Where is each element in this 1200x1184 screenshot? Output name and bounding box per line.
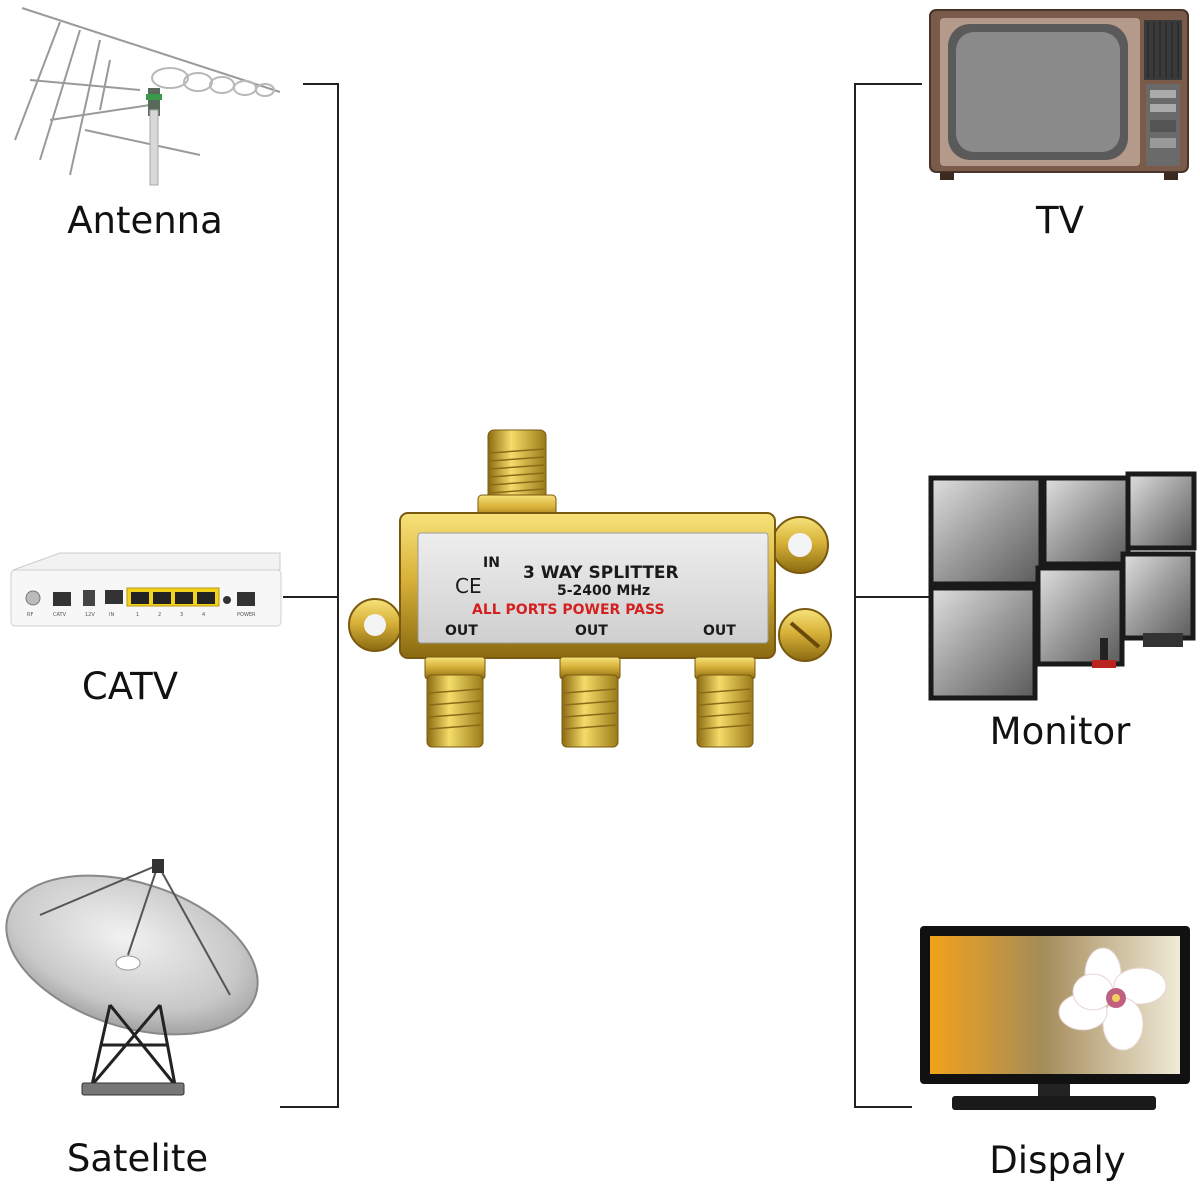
- svg-text:CATV: CATV: [53, 612, 67, 618]
- out-label-3: OUT: [703, 623, 736, 639]
- monitor-label: Monitor: [989, 710, 1131, 753]
- flat-display-icon: [920, 926, 1190, 1110]
- out-label-2: OUT: [575, 623, 608, 639]
- catv-label: CATV: [81, 665, 179, 708]
- antenna-icon: [14, 7, 281, 186]
- out-connector-3: [694, 656, 756, 748]
- out-connector-1: [424, 656, 486, 748]
- svg-text:POWER: POWER: [237, 612, 256, 618]
- svg-text:RF: RF: [27, 612, 33, 618]
- in-label: IN: [483, 555, 500, 571]
- ce-mark: CE: [455, 574, 482, 598]
- dispaly-label: Dispaly: [989, 1139, 1126, 1182]
- svg-text:IN: IN: [109, 612, 114, 618]
- svg-text:2: 2: [158, 612, 161, 618]
- out-label-1: OUT: [445, 623, 478, 639]
- antenna-label: Antenna: [67, 199, 223, 242]
- svg-text:1: 1: [136, 612, 139, 618]
- splitter-power-pass: ALL PORTS POWER PASS: [472, 602, 665, 618]
- splitter-frequency: 5-2400 MHz: [557, 583, 650, 599]
- satelite-label: Satelite: [66, 1137, 209, 1180]
- out-connector-2: [559, 656, 621, 748]
- satellite-dish-icon: [5, 859, 259, 1096]
- svg-text:4: 4: [202, 612, 205, 618]
- monitor-wall-icon: [928, 471, 1197, 701]
- coax-splitter-icon: IN CE 3 WAY SPLITTER 5-2400 MHz ALL PORT…: [348, 429, 832, 748]
- crt-tv-icon: [929, 9, 1189, 180]
- svg-text:12V: 12V: [85, 612, 95, 618]
- catv-box-icon: RF CATV 12V IN 1 2 3 4 POWER: [10, 552, 282, 627]
- splitter-title: 3 WAY SPLITTER: [523, 563, 679, 583]
- svg-text:3: 3: [180, 612, 183, 618]
- tv-label: TV: [1036, 199, 1084, 242]
- coax-splitter: IN CE 3 WAY SPLITTER 5-2400 MHz ALL PORT…: [345, 425, 835, 750]
